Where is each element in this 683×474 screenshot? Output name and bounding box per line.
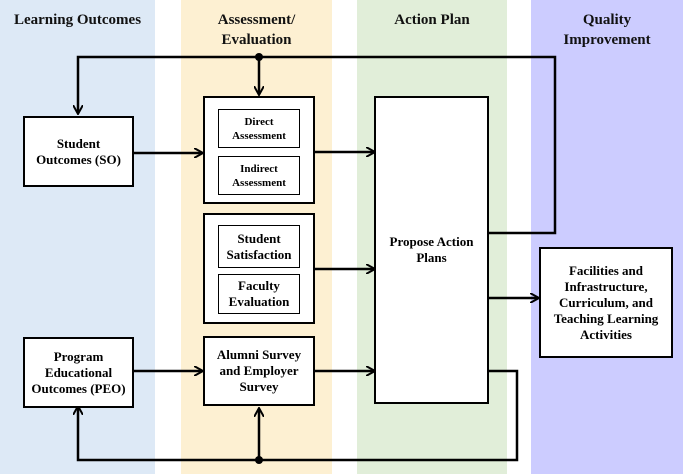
box-program-educational-outcomes: Program Educational Outcomes (PEO) (23, 337, 134, 408)
group-direct-indirect-assessment: Direct Assessment Indirect Assessment (203, 96, 315, 204)
junction-dot-bottom (255, 456, 263, 464)
box-alumni-employer-survey: Alumni Survey and Employer Survey (203, 336, 315, 406)
lane-title-quality-improvement: Quality Improvement (563, 12, 651, 48)
junction-dot-top (255, 53, 263, 61)
lane-quality-improvement (531, 0, 683, 474)
lane-title-action-plan: Action Plan (394, 12, 470, 28)
box-facilities-curriculum: Facilities and Infrastructure, Curriculu… (539, 247, 673, 358)
lane-title-assessment-evaluation: Assessment/ Evaluation (217, 12, 296, 48)
box-direct-assessment: Direct Assessment (218, 109, 300, 148)
box-student-satisfaction: Student Satisfaction (218, 225, 300, 268)
box-propose-action-plans: Propose Action Plans (374, 96, 489, 404)
feedback-line-bottom (78, 369, 519, 462)
group-satisfaction-evaluation: Student Satisfaction Faculty Evaluation (203, 213, 315, 324)
box-indirect-assessment: Indirect Assessment (218, 156, 300, 195)
box-student-outcomes: Student Outcomes (SO) (23, 116, 134, 187)
lane-title-learning-outcomes: Learning Outcomes (13, 12, 142, 28)
feedback-line-top (78, 55, 557, 235)
box-faculty-evaluation: Faculty Evaluation (218, 274, 300, 314)
